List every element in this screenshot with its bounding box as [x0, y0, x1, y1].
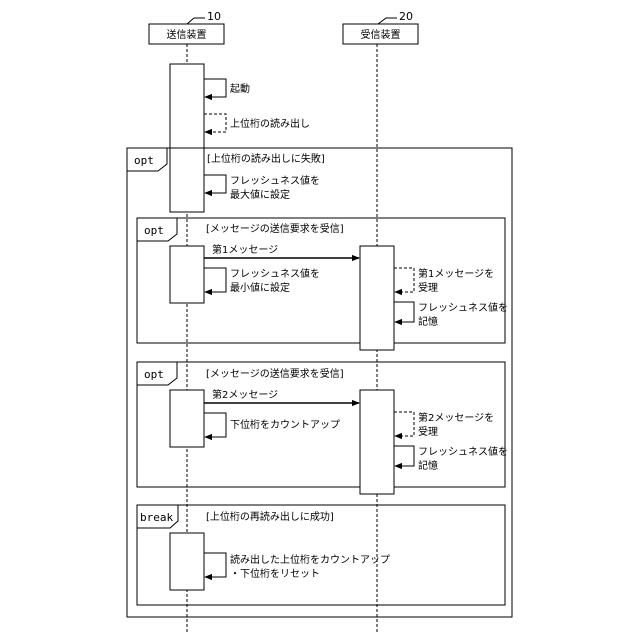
startup-label: 起動	[230, 82, 250, 95]
store2-arrow	[394, 446, 414, 466]
read-upper-label: 上位桁の読み出し	[230, 117, 310, 130]
receiver-label: 受信装置	[361, 28, 401, 41]
final-label-line2: ・下位桁をリセット	[230, 567, 320, 580]
startup-arrow	[204, 79, 226, 97]
sender-ref-number: 10	[207, 10, 221, 23]
accept1-label-line2: 受理	[418, 282, 438, 294]
receiver-activation-2	[360, 390, 394, 494]
set-min-label-line1: フレッシュネス値を	[230, 267, 320, 280]
accept1-label-line1: 第1メッセージを	[418, 267, 494, 280]
set-min-arrow	[204, 268, 226, 292]
opt-outer-keyword: opt	[134, 154, 154, 167]
final-arrow	[204, 553, 226, 577]
set-max-arrow	[204, 175, 226, 193]
sender-activation-4	[170, 533, 204, 590]
store1-label-line1: フレッシュネス値を	[418, 301, 508, 314]
sender-activation-2	[170, 246, 204, 303]
sender-ref-leader	[187, 18, 205, 24]
opt-2-guard: [メッセージの送信要求を受信]	[206, 367, 344, 380]
msg2-label: 第2メッセージ	[212, 388, 278, 401]
opt-outer-guard: [上位桁の読み出しに失敗]	[207, 152, 325, 165]
read-upper-arrow	[204, 114, 226, 132]
set-max-label-line2: 最大値に設定	[230, 188, 290, 201]
receiver-ref-number: 20	[399, 10, 413, 23]
opt-1-guard: [メッセージの送信要求を受信]	[206, 222, 344, 235]
accept1-arrow	[394, 268, 414, 292]
final-label-line1: 読み出した上位桁をカウントアップ	[230, 553, 390, 566]
store2-label-line1: フレッシュネス値を	[418, 445, 508, 458]
store1-label-line2: 記憶	[418, 315, 438, 328]
msg1-label: 第1メッセージ	[212, 243, 278, 256]
countup-lower-arrow	[204, 413, 226, 437]
accept2-label-line2: 受理	[418, 426, 438, 438]
receiver-activation-1	[360, 246, 394, 350]
break-guard: [上位桁の再読み出しに成功]	[206, 510, 334, 523]
opt-2-keyword: opt	[144, 368, 164, 381]
accept2-arrow	[394, 412, 414, 436]
sender-label: 送信装置	[167, 28, 207, 41]
accept2-label-line1: 第2メッセージを	[418, 411, 494, 424]
set-max-label-line1: フレッシュネス値を	[230, 174, 320, 187]
sender-activation-1	[170, 64, 204, 212]
opt-1-keyword: opt	[144, 224, 164, 237]
break-keyword: break	[140, 511, 173, 524]
sender-activation-3	[170, 390, 204, 447]
store2-label-line2: 記憶	[418, 459, 438, 472]
countup-lower-label: 下位桁をカウントアップ	[230, 418, 340, 431]
set-min-label-line2: 最小値に設定	[230, 281, 290, 294]
store1-arrow	[394, 302, 414, 322]
receiver-ref-leader	[378, 18, 397, 24]
